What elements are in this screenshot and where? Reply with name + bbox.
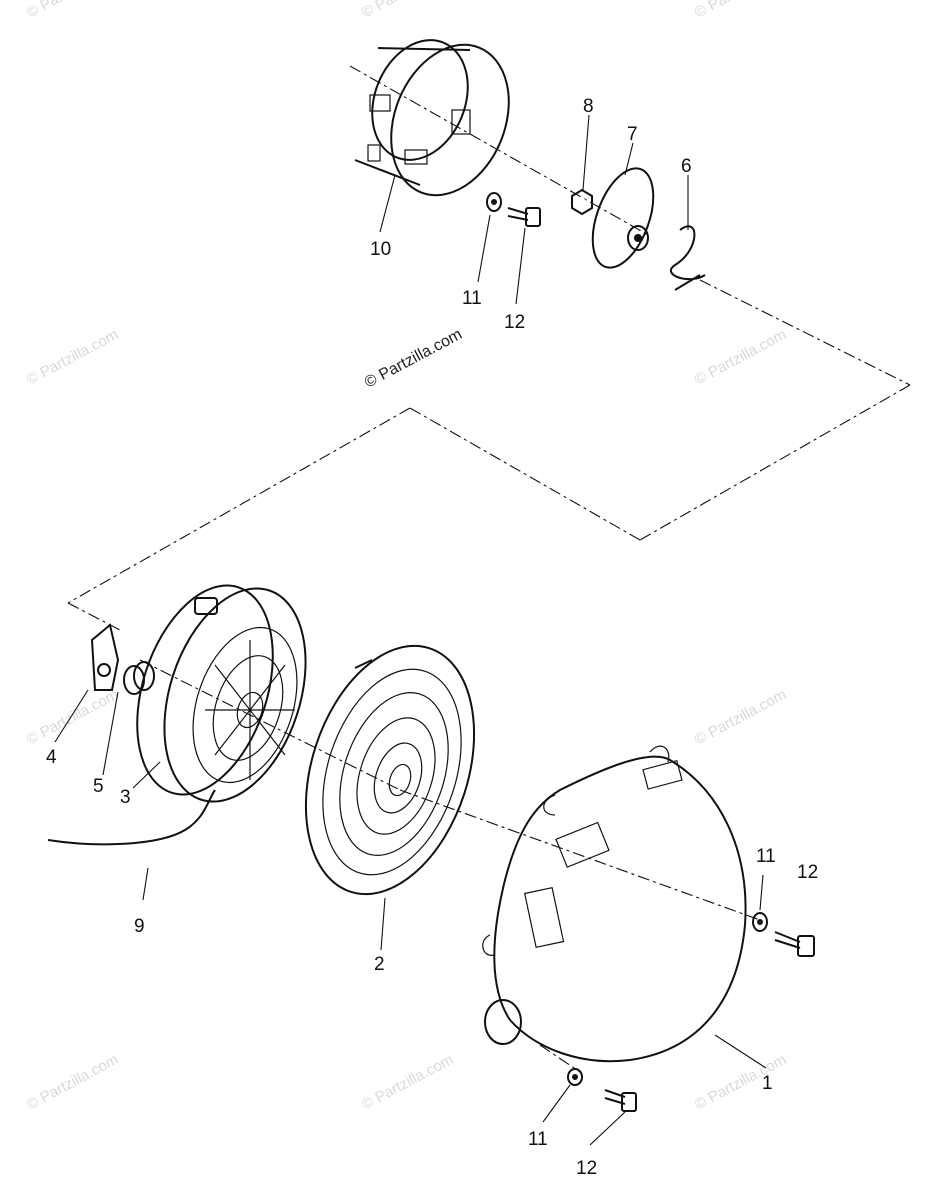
watermark-text: © Partzilla.com xyxy=(692,1051,789,1113)
callout-9: 9 xyxy=(134,916,145,937)
bolt-part-12-top xyxy=(507,207,541,227)
callout-11-top: 11 xyxy=(462,288,482,309)
assembly-lines xyxy=(67,65,911,1073)
main-centerline xyxy=(139,659,401,791)
callout-11-bottom: 11 xyxy=(528,1129,548,1150)
watermark-text: © Partzilla.com xyxy=(24,1051,121,1113)
bolt-part-12-right xyxy=(774,931,815,957)
bolt-part-12-bottom xyxy=(604,1089,637,1112)
starter-housing-part-1 xyxy=(482,745,747,1063)
reel-part-3 xyxy=(136,584,307,803)
watermark-text: © Partzilla.com xyxy=(24,0,121,22)
callout-5: 5 xyxy=(93,776,104,797)
watermark-text: © Partzilla.com xyxy=(359,1051,456,1113)
recoil-spring-part-2 xyxy=(304,644,476,896)
connector-line xyxy=(409,407,641,541)
starter-cup-part-10 xyxy=(354,39,510,197)
callout-3: 3 xyxy=(120,787,131,808)
nut-part-8 xyxy=(571,188,593,216)
connector-line xyxy=(699,279,911,386)
connector-line xyxy=(67,407,411,604)
connector-line xyxy=(639,384,911,541)
copyright-watermark: © Partzilla.com xyxy=(362,326,465,392)
callout-2: 2 xyxy=(374,954,385,975)
washer-part-11-top xyxy=(486,192,502,212)
spring-part-5 xyxy=(123,661,155,695)
watermark-text: © Partzilla.com xyxy=(24,686,121,748)
starter-rope-part-9 xyxy=(47,789,216,846)
friction-plate-part-7 xyxy=(591,167,655,269)
callout-labels: 1 2 3 4 5 6 7 8 9 10 11 12 11 12 11 12 xyxy=(46,96,818,1179)
callout-11-right: 11 xyxy=(756,846,776,867)
main-centerline xyxy=(399,789,761,921)
connector-line xyxy=(67,602,121,631)
callout-8: 8 xyxy=(583,96,594,117)
callout-12-right: 12 xyxy=(797,862,818,883)
callout-1: 1 xyxy=(762,1073,773,1094)
callout-10: 10 xyxy=(370,239,391,260)
top-centerline xyxy=(349,65,651,237)
callout-7: 7 xyxy=(627,124,638,145)
spring-clip-part-6 xyxy=(670,225,706,291)
watermark-text: © Partzilla.com xyxy=(692,686,789,748)
washer-part-11-right xyxy=(752,912,768,932)
callout-6: 6 xyxy=(681,156,692,177)
callout-12-bottom: 12 xyxy=(576,1158,597,1179)
watermark-layer: © Partzilla.com © Partzilla.com © Partzi… xyxy=(24,0,789,1114)
watermark-text: © Partzilla.com xyxy=(692,0,789,22)
watermark-text: © Partzilla.com xyxy=(359,0,456,22)
leader-lines xyxy=(54,114,767,1146)
watermark-text: © Partzilla.com xyxy=(692,326,789,388)
watermark-text: © Partzilla.com xyxy=(24,326,121,388)
washer-part-11-bottom xyxy=(567,1068,583,1086)
callout-12-top: 12 xyxy=(504,312,525,333)
callout-4: 4 xyxy=(46,747,57,768)
bolt-centerline xyxy=(539,1044,581,1073)
pawl-part-4 xyxy=(90,623,120,691)
